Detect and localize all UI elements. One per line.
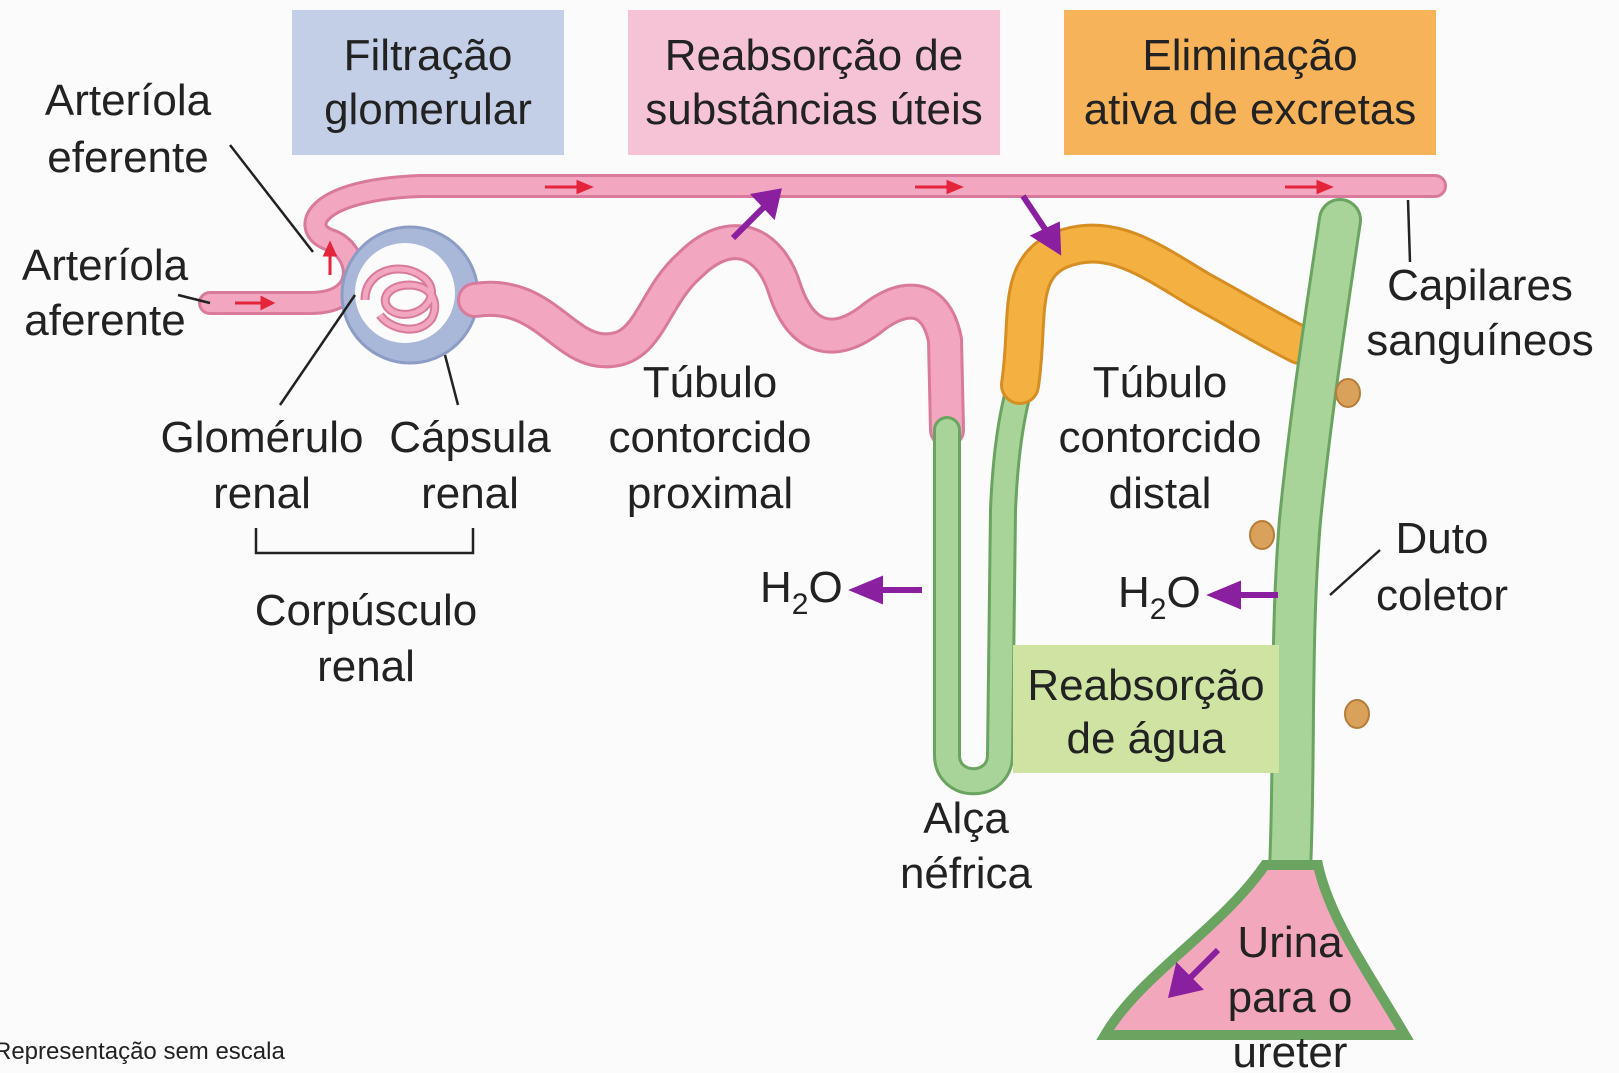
water-reabsorption-box: Reabsorção de água [1013,645,1279,773]
capillaries-line1: Capilares [1387,261,1573,310]
water-label-right: H2O [1118,568,1201,626]
filtration-box: Filtração glomerular [292,10,564,155]
urine-flow-arrow-icon [1167,947,1221,999]
collecting-duct-label: Duto coletor [1376,514,1508,620]
efferent-line1: Arteríola [45,76,212,125]
corpuscle-line2: renal [317,642,415,691]
capsule-line1: Cápsula [389,413,551,462]
corpuscle-bracket [254,528,475,555]
elimination-box: Eliminação ativa de excretas [1064,10,1436,155]
blood-flow-arrows [235,179,1334,311]
flow-arrow-icon [235,295,276,311]
capillaries-line2: sanguíneos [1366,316,1594,365]
loop-line2: néfrica [900,849,1033,898]
leader-lines [177,144,1412,596]
svg-text:H2O: H2O [1118,568,1201,626]
proximal-tubule [457,224,965,448]
elimination-line2: ativa de excretas [1084,85,1417,134]
water-right-o: O [1166,568,1200,617]
filtration-line2: glomerular [324,85,532,134]
loop-label: Alça néfrica [900,794,1033,898]
afferent-label: Arteríola aferente [22,241,189,345]
water-left-sub: 2 [792,588,809,621]
efferent-label: Arteríola eferente [45,76,212,182]
reabsorption-useful-line2: substâncias úteis [645,85,983,134]
collecting-duct [1096,198,1414,1040]
glomerulus-label: Glomérulo renal [161,413,364,518]
water-reabsorption-line2: de água [1066,714,1226,763]
reabsorption-useful-line1: Reabsorção de [665,31,963,80]
urine-line3: ureter [1233,1028,1348,1073]
efferent-line2: eferente [47,133,208,182]
elimination-line1: Eliminação [1142,31,1357,80]
afferent-line2: aferente [24,296,185,345]
flow-arrow-icon [322,240,338,275]
corpuscle-line1: Corpúsculo [255,586,478,635]
reabsorption-arrow-icon [730,188,782,241]
capsule-label: Cápsula renal [389,413,551,518]
svg-text:H2O: H2O [760,563,843,621]
water-right-sub: 2 [1150,593,1167,626]
proximal-label: Túbulo contorcido proximal [608,358,811,518]
capsule-line2: renal [421,469,519,518]
urine-line1: Urina [1237,918,1343,967]
distal-label: Túbulo contorcido distal [1058,358,1261,518]
glomerulus-line1: Glomérulo [161,413,364,462]
water-out-arrow-icon [1206,580,1278,610]
scale-caption: Representação sem escala [0,1038,285,1065]
loop-of-henle [933,371,1034,796]
water-left-h: H [760,563,792,612]
proximal-line3: proximal [627,469,793,518]
reabsorption-useful-box: Reabsorção de substâncias úteis [628,10,1000,155]
collecting-duct-line1: Duto [1396,514,1489,563]
glomerulus [360,264,440,334]
urine-line2: para o [1228,973,1353,1022]
water-out-arrow-icon [848,575,922,605]
filtration-line1: Filtração [344,31,513,80]
distal-line1: Túbulo [1093,358,1228,407]
distal-line2: contorcido [1058,413,1261,462]
secretion-arrow-icon [1020,194,1062,256]
duct-branch-stubs [1249,378,1370,729]
water-reabsorption-line1: Reabsorção [1027,661,1264,710]
loop-line1: Alça [923,794,1009,843]
glomerulus-line2: renal [213,469,311,518]
afferent-line1: Arteríola [22,241,189,290]
water-label-left: H2O [760,563,843,621]
flow-arrow-icon [545,179,594,195]
flow-arrow-icon [915,179,964,195]
purple-arrows [730,188,1278,999]
water-right-h: H [1118,568,1150,617]
distal-line3: distal [1109,469,1212,518]
water-left-o: O [808,563,842,612]
proximal-line1: Túbulo [643,358,778,407]
corpuscle-label: Corpúsculo renal [255,586,478,691]
urine-label: Urina para o ureter [1228,918,1353,1073]
flow-arrow-icon [1285,179,1334,195]
collecting-duct-line2: coletor [1376,571,1508,620]
capillaries-label: Capilares sanguíneos [1366,261,1594,365]
distal-tubule [1000,223,1320,405]
proximal-line2: contorcido [608,413,811,462]
